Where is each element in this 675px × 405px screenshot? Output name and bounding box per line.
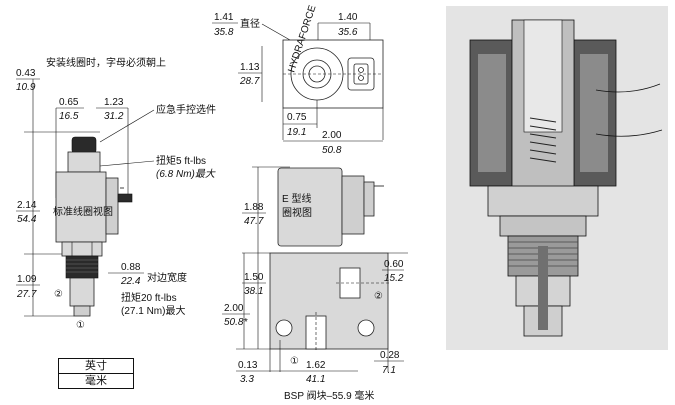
front-view: 1.88 47.7 E 型线 圈视图 ② ① 1.50 38.1 2.00 50… [222, 166, 408, 402]
coil-terminal [117, 193, 133, 203]
coil-connector [105, 177, 119, 235]
dim-013: 0.13 [238, 360, 258, 371]
dim-113: 1.13 [240, 62, 260, 73]
dim-277: 27.7 [16, 289, 37, 300]
front-port-2: ② [374, 291, 383, 302]
left-view: 安装线圈时，字母必须朝上 0.43 10.9 0.65 16.5 1.23 31… [16, 56, 216, 331]
dim-065: 0.65 [59, 97, 79, 108]
dim-200b: 2.00 [224, 303, 244, 314]
cutaway-illustration [446, 6, 668, 350]
cartridge-thread [65, 255, 99, 279]
dim-109b: 1.09 [17, 274, 37, 285]
dim-162: 1.62 [306, 360, 326, 371]
front-port-1: ① [290, 356, 299, 367]
hex-nut [61, 241, 103, 257]
unit-legend: 英寸 毫米 [58, 358, 134, 389]
dim-381: 38.1 [244, 286, 263, 297]
dim-188: 1.88 [244, 202, 264, 213]
dim-508s: 50.8* [224, 317, 248, 328]
dim-088: 0.88 [121, 262, 141, 273]
manual-override-knob [71, 136, 97, 154]
dim-028: 0.28 [380, 350, 400, 361]
dim-544: 54.4 [17, 214, 37, 225]
dim-191: 19.1 [287, 127, 306, 138]
dim-075: 0.75 [287, 112, 307, 123]
port-2-bore [339, 267, 361, 299]
dim-109: 10.9 [16, 82, 36, 93]
mount-hole-right [357, 319, 375, 337]
coil-nut [67, 151, 101, 173]
port-1-marker: ① [76, 320, 85, 331]
dim-200: 2.00 [322, 130, 342, 141]
mount-hole-left [275, 319, 293, 337]
torque-note-1b: (6.8 Nm)最大 [156, 168, 216, 180]
port-2-marker: ② [54, 289, 63, 300]
dim-411: 41.1 [306, 374, 325, 385]
dim-312: 31.2 [104, 111, 124, 122]
dim-477: 47.7 [244, 216, 264, 227]
dim-123: 1.23 [104, 97, 124, 108]
dim-150: 1.50 [244, 272, 264, 283]
dim-358: 35.8 [214, 27, 234, 38]
block-caption: BSP 阀块–55.9 毫米 [284, 389, 374, 402]
dim-214: 2.14 [17, 200, 37, 211]
cartridge-body [69, 277, 95, 307]
dim-165: 16.5 [59, 111, 79, 122]
flats-label: 对边宽度 [147, 271, 187, 284]
coil-view-label: 标准线圈视图 [53, 205, 113, 218]
dim-140: 1.40 [338, 12, 358, 23]
e-coil-label-2: 圈视图 [282, 206, 312, 219]
dim-356: 35.6 [338, 27, 358, 38]
manual-override-note: 应急手控选件 [156, 103, 216, 116]
dim-043: 0.43 [16, 68, 36, 79]
dim-224: 22.4 [120, 276, 141, 287]
e-coil [277, 167, 343, 247]
e-coil-label-1: E 型线 [282, 192, 311, 205]
torque-note-1a: 扭矩5 ft-lbs [156, 154, 206, 167]
unit-inch: 英寸 [85, 360, 107, 372]
dim-141: 1.41 [214, 12, 234, 23]
diameter-label: 直径 [240, 17, 260, 30]
e-coil-connector [341, 175, 365, 235]
dim-287: 28.7 [239, 76, 260, 87]
cartridge-nose [73, 305, 91, 317]
install-note: 安装线圈时，字母必须朝上 [46, 56, 166, 69]
unit-mm: 毫米 [59, 373, 133, 388]
dim-33: 3.3 [240, 374, 254, 385]
torque-note-2a: 扭矩20 ft-lbs [121, 291, 177, 304]
torque-note-2b: (27.1 Nm)最大 [121, 304, 185, 317]
dim-060: 0.60 [384, 259, 404, 270]
dim-71: 7.1 [382, 365, 396, 376]
dim-152: 15.2 [384, 273, 404, 284]
top-view: 1.41 35.8 直径 1.40 35.6 1.13 28.7 HYDRAFO… [212, 4, 384, 156]
dim-508: 50.8 [322, 145, 342, 156]
